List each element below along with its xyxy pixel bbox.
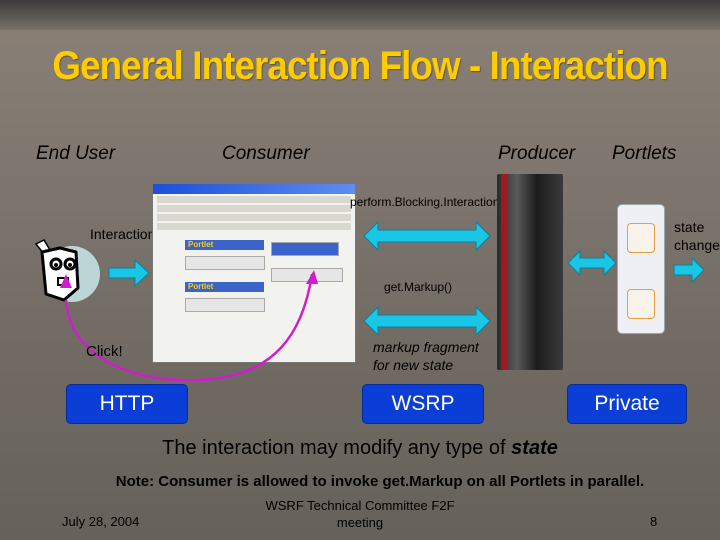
markup-fragment-label: markup fragment for new state [373, 339, 479, 373]
footer-date: July 28, 2004 [62, 514, 140, 529]
column-producer: Producer [498, 143, 576, 164]
get-markup-label: get.Markup() [384, 280, 453, 294]
arrow-interaction-request [362, 219, 492, 258]
footer-committee: WSRF Technical Committee F2F meeting [265, 498, 455, 530]
arrow-state-change [672, 256, 706, 289]
http-protocol-label: HTTP [66, 384, 188, 424]
private-protocol-label: Private [567, 384, 687, 424]
slide-title: General Interaction Flow - Interaction [52, 44, 668, 88]
portlet-window-a: Portlet [185, 240, 264, 250]
column-consumer: Consumer [222, 143, 310, 164]
main-statement: The interaction may modify any type of s… [162, 437, 558, 459]
top-decor-band [0, 0, 720, 30]
interaction-label: Interaction [90, 226, 156, 242]
portlet-body-a [185, 256, 265, 270]
perform-blocking-label: perform.Blocking.Interaction() [350, 195, 508, 209]
click-label: Click! [86, 343, 123, 360]
click-curve-arrow [40, 270, 340, 405]
portlet-header-c [271, 242, 339, 256]
column-portlets: Portlets [612, 143, 677, 164]
note-text: Note: Consumer is allowed to invoke get.… [115, 473, 645, 490]
arrow-user-to-consumer [107, 258, 151, 293]
arrow-producer-portlets [566, 248, 618, 283]
arrow-markup-response [362, 304, 492, 343]
producer-server-image [497, 174, 563, 370]
portlet-slot-bottom [627, 289, 655, 319]
consumer-browser-window: Portlet Portlet [152, 183, 356, 363]
portlets-container [617, 204, 665, 334]
portlet-body-c [271, 268, 343, 282]
portlet-window-b: Portlet [185, 282, 264, 292]
state-change-label: state change [674, 219, 720, 253]
footer-page-number: 8 [650, 514, 658, 529]
wsrp-protocol-label: WSRP [362, 384, 484, 424]
portlet-slot-top [627, 223, 655, 253]
column-end-user: End User [36, 143, 116, 164]
portlet-body-b [185, 298, 265, 312]
